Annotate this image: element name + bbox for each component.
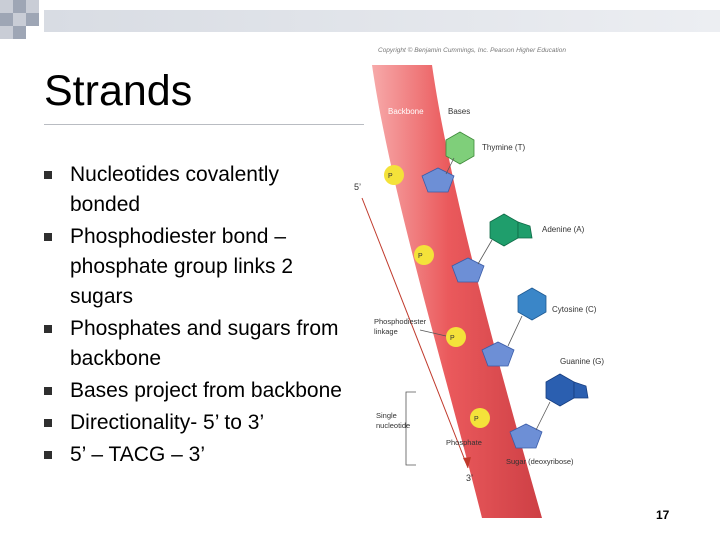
- three-prime-end: 3’: [466, 473, 473, 483]
- single-nucleotide-bracket: [405, 391, 416, 466]
- backbone-label: Backbone: [388, 107, 424, 116]
- phosphate-icon: [414, 245, 434, 265]
- adenine-base-icon: [489, 213, 519, 247]
- svg-text:P: P: [474, 416, 479, 423]
- square-bullet-icon: [44, 325, 52, 333]
- nucleotide-cytosine: P Cytosine (C): [446, 287, 597, 367]
- slide-title: Strands: [44, 67, 193, 115]
- single-nucleotide-label: Single: [376, 411, 397, 420]
- backbone-band: [372, 65, 542, 518]
- phosphate-label: Phosphate: [446, 438, 482, 447]
- arrowhead-icon: [463, 457, 471, 468]
- cytosine-base-icon: [517, 287, 547, 321]
- bullet-item: Bases project from backbone: [44, 376, 344, 406]
- title-underline: [44, 124, 364, 125]
- figure-copyright: Copyright © Benjamin Cummings, Inc. Pear…: [378, 46, 566, 54]
- phosphodiester-label: linkage: [374, 327, 398, 336]
- slide-number: 17: [656, 508, 670, 522]
- bullet-list: Nucleotides covalently bonded Phosphodie…: [44, 160, 344, 472]
- sugar-icon: [451, 257, 485, 283]
- sugar-icon: [509, 423, 543, 449]
- square-bullet-icon: [44, 233, 52, 241]
- guanine-base-icon: [545, 373, 575, 407]
- bullet-item: 5’ – TACG – 3’: [44, 440, 344, 470]
- base-label: Cytosine (C): [552, 305, 597, 314]
- svg-text:P: P: [418, 253, 423, 260]
- base-label: Guanine (G): [560, 357, 604, 366]
- sugar-label: Sugar (deoxyribose): [506, 457, 574, 466]
- five-prime-end: 5’: [354, 182, 361, 192]
- nucleotide-adenine: P Adenine (A): [414, 213, 585, 283]
- phosphodiester-label: Phosphodiester: [374, 317, 427, 326]
- bullet-item: Phosphodiester bond – phosphate group li…: [44, 222, 344, 312]
- base-label: Thymine (T): [482, 143, 525, 152]
- phosphate-icon: [446, 327, 466, 347]
- svg-text:P: P: [388, 173, 393, 180]
- sugar-icon: [481, 341, 515, 367]
- bases-label: Bases: [448, 107, 470, 116]
- dna-strand-figure: Copyright © Benjamin Cummings, Inc. Pear…: [350, 40, 720, 530]
- single-nucleotide-label: nucleotide: [376, 421, 410, 430]
- square-bullet-icon: [44, 387, 52, 395]
- square-bullet-icon: [44, 171, 52, 179]
- direction-arrow: [361, 197, 469, 469]
- base-label: Adenine (A): [542, 225, 585, 234]
- square-bullet-icon: [44, 419, 52, 427]
- nucleotide-guanine: P Guanine (G): [470, 357, 604, 449]
- phosphate-icon: [384, 165, 404, 185]
- thymine-base-icon: [445, 131, 475, 165]
- bullet-item: Nucleotides covalently bonded: [44, 160, 344, 220]
- header-bar: [44, 10, 720, 32]
- bullet-item: Directionality- 5’ to 3’: [44, 408, 344, 438]
- square-bullet-icon: [44, 451, 52, 459]
- bullet-item: Phosphates and sugars from backbone: [44, 314, 344, 374]
- phosphate-icon: [470, 408, 490, 428]
- nucleotide-thymine: P Thymine (T): [384, 131, 525, 193]
- svg-text:P: P: [450, 335, 455, 342]
